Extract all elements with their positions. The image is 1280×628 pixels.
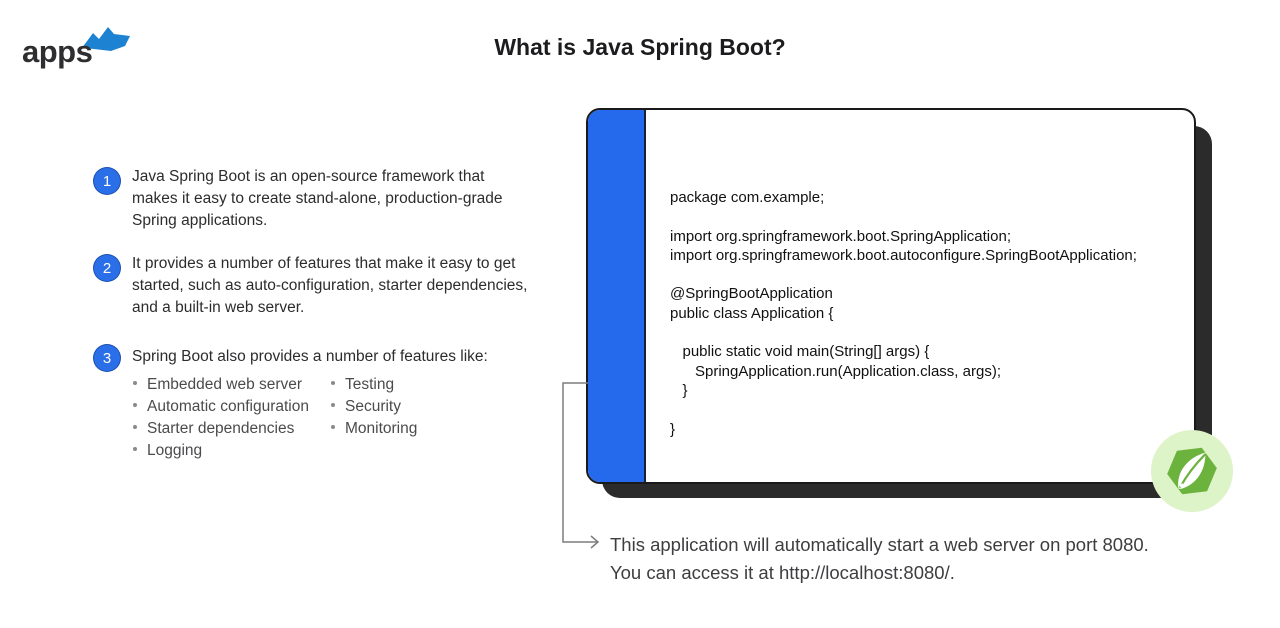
annotation-line-1: This application will automatically star… xyxy=(610,534,1149,555)
feature-label: Starter dependencies xyxy=(147,420,295,437)
code-line: public static void main(String[] args) { xyxy=(670,343,930,361)
feature-label: Automatic configuration xyxy=(147,398,309,415)
list-item: Logging xyxy=(133,442,309,464)
annotation-line-2: You can access it at http://localhost:80… xyxy=(610,562,955,583)
bullet-dot xyxy=(331,381,335,385)
bullet-dot xyxy=(133,403,137,407)
code-line xyxy=(670,207,1137,226)
code-window: package com.example; import org.springfr… xyxy=(586,108,1196,484)
feature-label: Logging xyxy=(147,442,203,459)
brand-flag-icon xyxy=(82,27,130,51)
list-item: Automatic configuration xyxy=(133,398,309,420)
code-line xyxy=(670,265,1137,284)
point-text: Java Spring Boot is an open-source frame… xyxy=(132,168,503,229)
page-title: What is Java Spring Boot? xyxy=(494,34,786,60)
bullet-dot xyxy=(331,403,335,407)
code-line: SpringApplication.run(Application.class,… xyxy=(670,362,1001,380)
code-line xyxy=(670,400,1137,419)
feature-label: Embedded web server xyxy=(147,376,303,393)
bullet-dot xyxy=(133,447,137,451)
feature-label: Monitoring xyxy=(345,420,418,437)
code-snippet: package com.example; import org.springfr… xyxy=(670,188,1137,439)
bullet-dot xyxy=(133,425,137,429)
spring-leaf-icon xyxy=(1167,447,1217,495)
code-line xyxy=(670,323,1137,342)
list-item: Embedded web server xyxy=(133,376,309,398)
feature-column-2: Testing Security Monitoring xyxy=(331,376,417,442)
point-number-badge: 2 xyxy=(93,254,121,282)
spring-logo-badge xyxy=(1151,430,1233,512)
point-number-badge: 3 xyxy=(93,344,121,372)
list-item: Testing xyxy=(331,376,417,398)
code-line: package com.example; xyxy=(670,189,825,206)
brand-logo: apps xyxy=(22,22,142,72)
code-line: @SpringBootApplication xyxy=(670,285,833,303)
feature-column-1: Embedded web server Automatic configurat… xyxy=(133,376,309,464)
brand-name: apps xyxy=(22,34,93,69)
code-line: } xyxy=(670,381,688,399)
code-window-sidebar xyxy=(588,110,646,482)
bullet-dot xyxy=(331,425,335,429)
code-line: import org.springframework.boot.SpringAp… xyxy=(670,227,1011,245)
list-item: Security xyxy=(331,398,417,420)
feature-label: Security xyxy=(345,398,401,415)
bullet-dot xyxy=(133,381,137,385)
code-line: } xyxy=(670,420,676,438)
connector-arrow-icon xyxy=(562,382,600,549)
annotation-text: This application will automatically star… xyxy=(610,531,1210,587)
feature-label: Testing xyxy=(345,376,395,393)
code-line: import org.springframework.boot.autoconf… xyxy=(670,246,1137,264)
list-item: Starter dependencies xyxy=(133,420,309,442)
point-number-badge: 1 xyxy=(93,167,121,195)
point-text: Spring Boot also provides a number of fe… xyxy=(132,348,488,365)
code-line: public class Application { xyxy=(670,304,834,322)
point-text: It provides a number of features that ma… xyxy=(132,255,528,316)
list-item: Monitoring xyxy=(331,420,417,442)
